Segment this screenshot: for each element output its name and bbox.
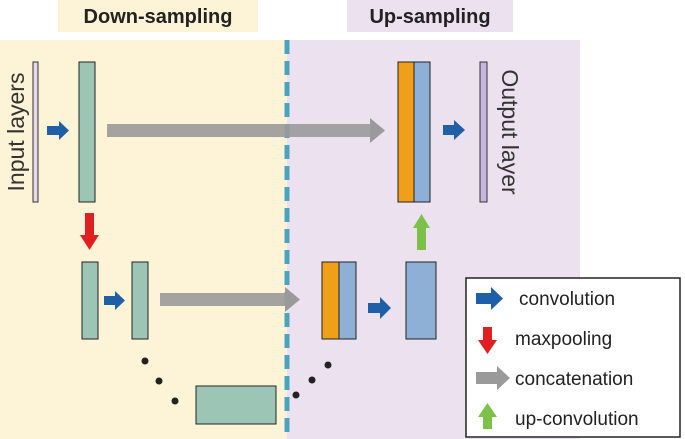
up-sampling-header-bg <box>347 0 513 32</box>
concat-block-orange <box>321 261 340 340</box>
legend-item-convolution: convolution <box>476 287 615 310</box>
input-layer <box>32 61 39 203</box>
legend-label: concatenation <box>515 369 633 390</box>
convolution-arrow <box>104 291 125 310</box>
output-layer <box>479 61 488 203</box>
concat-block-blue <box>338 261 357 340</box>
arrow-right-icon <box>476 287 503 310</box>
legend-label: convolution <box>519 289 615 310</box>
concatenation-arrow <box>107 118 385 143</box>
ellipsis-dot <box>308 376 316 384</box>
legend-item-concatenation: concatenation <box>476 366 633 390</box>
ellipsis-dot <box>155 377 163 385</box>
feature-map-block-blue <box>405 261 437 340</box>
concat-block-orange <box>397 61 415 203</box>
concat-block-blue <box>413 61 431 203</box>
concatenation-arrow <box>160 287 300 312</box>
convolution-arrow <box>368 297 391 319</box>
legend-item-maxpooling: maxpooling <box>478 327 612 354</box>
legend-label: maxpooling <box>515 329 612 350</box>
up-convolution-arrow <box>413 214 430 250</box>
legend-item-up-convolution: up-convolution <box>478 403 639 430</box>
down-sampling-header-bg <box>58 0 258 32</box>
legend-label: up-convolution <box>515 409 639 430</box>
bottleneck-block <box>195 385 277 425</box>
ellipsis-dot <box>171 397 179 405</box>
maxpooling-arrow <box>80 213 99 250</box>
convolution-arrow <box>443 120 465 140</box>
legend: convolution maxpooling concatenation up-… <box>465 277 681 438</box>
down-sampling-header: Down-sampling <box>84 6 233 28</box>
ellipsis-dot <box>292 391 300 399</box>
convolution-arrow <box>47 121 69 140</box>
down-sampling-panel <box>0 40 287 439</box>
arrow-up-icon <box>478 403 497 429</box>
up-sampling-header: Up-sampling <box>369 6 490 28</box>
arrow-down-icon <box>478 327 497 354</box>
feature-map-block <box>81 261 99 340</box>
legend-box <box>465 277 681 438</box>
arrow-right-icon <box>476 366 510 390</box>
output-layer-label: Output layer <box>497 69 523 195</box>
ellipsis-dot <box>141 357 149 365</box>
input-layers-label: Input layers <box>3 73 29 192</box>
ellipsis-dot <box>324 361 332 369</box>
feature-map-block <box>131 261 149 340</box>
feature-map-block <box>78 61 96 203</box>
